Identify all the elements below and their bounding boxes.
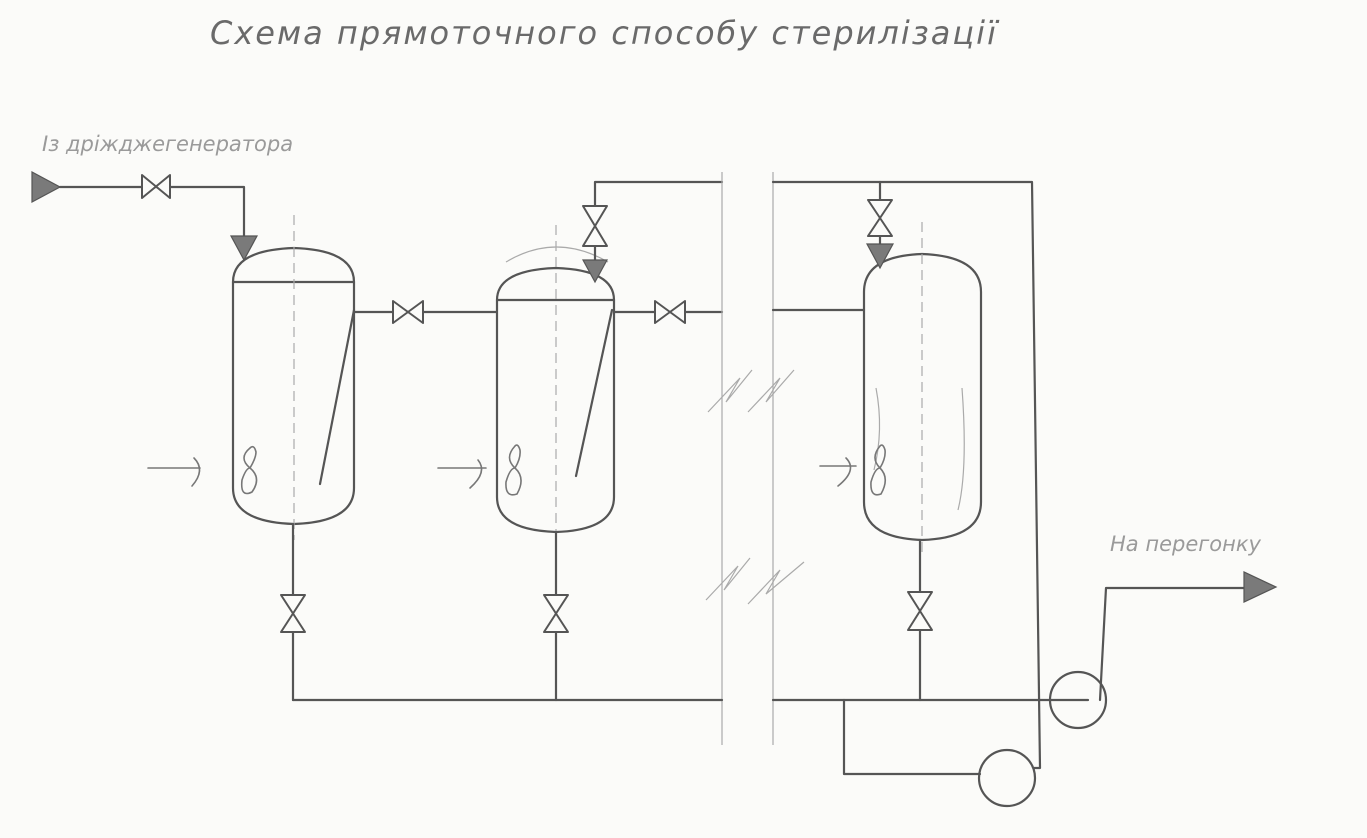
pipeline-break	[705, 172, 805, 745]
vessel-3-stirrer-icon	[819, 444, 887, 496]
vessel-2-inner-pipe	[574, 308, 614, 478]
vessel-2-drain-valve[interactable]	[543, 594, 569, 633]
inlet-arrow-icon	[31, 170, 62, 204]
vessel-1	[147, 215, 356, 702]
circulation-pump-icon[interactable]	[977, 748, 1037, 808]
vessel-3-drain-valve[interactable]	[907, 591, 933, 631]
vessel-2-inlet-arrow-icon	[581, 259, 609, 284]
inlet-down-arrow-icon	[229, 235, 259, 262]
transfer-pump-icon[interactable]	[1048, 670, 1108, 730]
outlet-label: На перегонку	[1110, 532, 1261, 556]
vessel-1-inner-pipe	[318, 308, 356, 486]
vessel-1-drain-valve[interactable]	[280, 594, 306, 633]
inlet-label: Із дріжджегенератора	[42, 132, 294, 156]
outlet-arrow-icon	[1243, 571, 1278, 603]
vessel-2	[437, 225, 616, 702]
vessel-2-stirrer-icon	[437, 444, 522, 496]
vessel-1-stirrer-icon	[147, 445, 258, 495]
inlet-line	[31, 170, 259, 262]
transfer-valve-1[interactable]	[392, 300, 424, 324]
transfer-valve-2[interactable]	[654, 300, 686, 324]
vessel-3-inlet-arrow-icon	[865, 243, 895, 270]
vessel-3	[819, 222, 983, 702]
inlet-valve[interactable]	[141, 174, 171, 199]
vessel-2-top-valve[interactable]	[582, 205, 608, 247]
vessel-3-top-valve[interactable]	[867, 199, 893, 237]
diagram-title: Схема прямоточного способу стерилізації	[210, 14, 998, 52]
